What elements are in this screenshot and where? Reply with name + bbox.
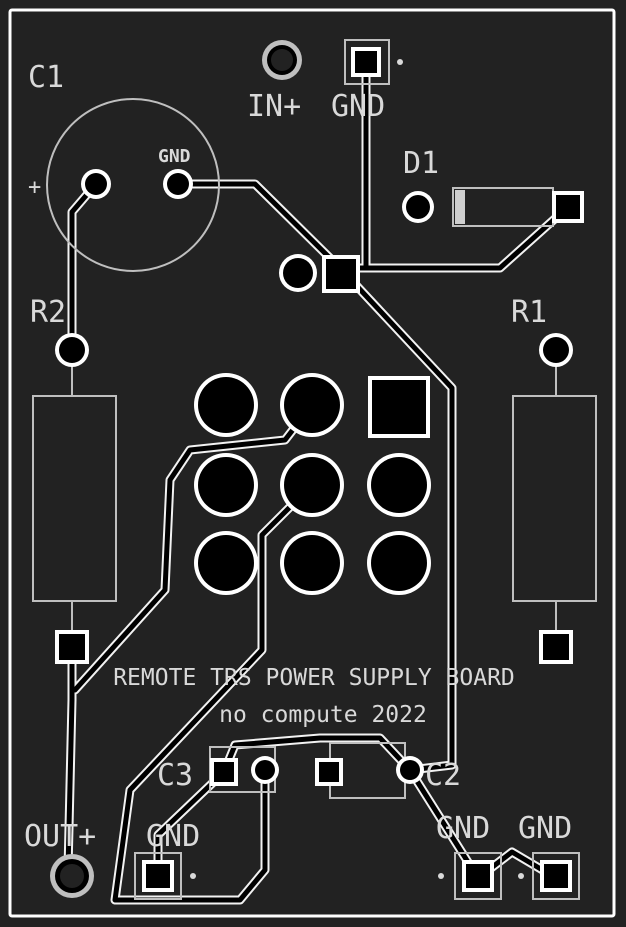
- c3-label: C3: [157, 758, 193, 793]
- c1-label: C1: [28, 60, 64, 95]
- c1-outline: [46, 98, 220, 272]
- r1-outline: [512, 395, 597, 602]
- gnd-2-outline: [532, 852, 580, 900]
- gnd-1-pin-dot: [438, 873, 444, 879]
- r2-outline: [32, 395, 117, 602]
- out-gnd-pin-dot: [190, 873, 196, 879]
- board-title: REMOTE TRS POWER SUPPLY BOARD: [113, 665, 515, 691]
- pads: [50, 40, 584, 898]
- r1-label: R1: [511, 295, 547, 330]
- gnd-2-label: GND: [518, 811, 572, 846]
- board-outline: [8, 8, 616, 918]
- gnd-1-outline: [454, 852, 502, 900]
- in-gnd-pin-dot: [397, 59, 403, 65]
- traces: [63, 57, 573, 905]
- out-gnd-outline: [134, 852, 182, 900]
- d1-cathode-band: [455, 190, 465, 224]
- board-subtitle: no compute 2022: [219, 702, 427, 728]
- d1-label: D1: [403, 146, 439, 181]
- c2-label: C2: [425, 758, 461, 793]
- c1-plus-label: +: [28, 175, 41, 200]
- out-plus-label: OUT+: [24, 819, 96, 854]
- gnd-2-pin-dot: [518, 873, 524, 879]
- in-gnd-label: GND: [331, 89, 385, 124]
- out-gnd-label: GND: [146, 819, 200, 854]
- in-plus-label: IN+: [247, 89, 301, 124]
- in-gnd-outline: [344, 39, 390, 85]
- r2-label: R2: [30, 295, 66, 330]
- c1-gnd-label: GND: [158, 146, 191, 167]
- gnd-1-label: GND: [436, 811, 490, 846]
